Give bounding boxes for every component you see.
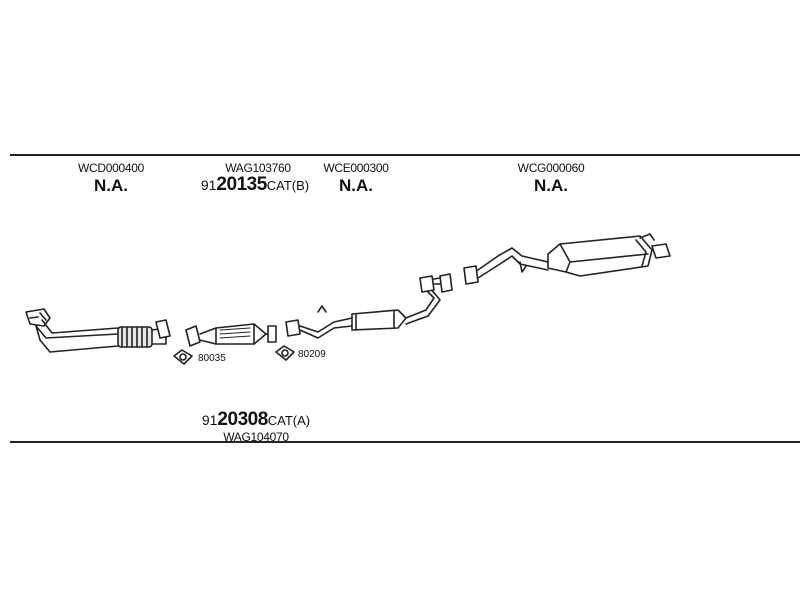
catalyst-b-prefix: 91 xyxy=(200,177,217,193)
catalyst-kit-b-code: WAG103760 xyxy=(225,161,291,175)
catalyst-kit-a-part-number: 9120308CAT(A) xyxy=(202,409,310,431)
front-pipe-status: N.A. xyxy=(94,176,128,195)
middle-silencer-code: WCE000300 xyxy=(323,161,389,175)
catalyst-kit-b-part-number: 9120135CAT(B) xyxy=(201,174,309,196)
bottom-divider xyxy=(10,441,800,443)
catalyst-kit-a-code: WAG104070 xyxy=(223,430,289,444)
front-downpipe xyxy=(25,308,171,353)
catalyst-a-suffix: CAT(A) xyxy=(267,413,311,428)
middle-silencer-status: N.A. xyxy=(339,176,373,195)
gasket-label-80035: 80035 xyxy=(198,353,226,364)
rear-silencer-status: N.A. xyxy=(534,176,568,195)
gasket-80035-icon xyxy=(173,349,193,365)
rear-silencer-assembly xyxy=(463,233,671,285)
top-divider xyxy=(10,154,800,156)
catalyst-a-prefix: 91 xyxy=(201,412,218,428)
rear-silencer-code: WCG000060 xyxy=(517,161,585,175)
catalyst-a-main: 20308 xyxy=(217,409,268,430)
gasket-label-80209: 80209 xyxy=(298,349,326,360)
front-pipe-code: WCD000400 xyxy=(77,161,145,175)
middle-silencer-assembly xyxy=(285,273,453,339)
catalyst-b-main: 20135 xyxy=(216,174,267,195)
gasket-80209-icon xyxy=(275,345,295,361)
catalyst-b-suffix: CAT(B) xyxy=(266,178,310,193)
catalytic-converter xyxy=(185,323,277,347)
